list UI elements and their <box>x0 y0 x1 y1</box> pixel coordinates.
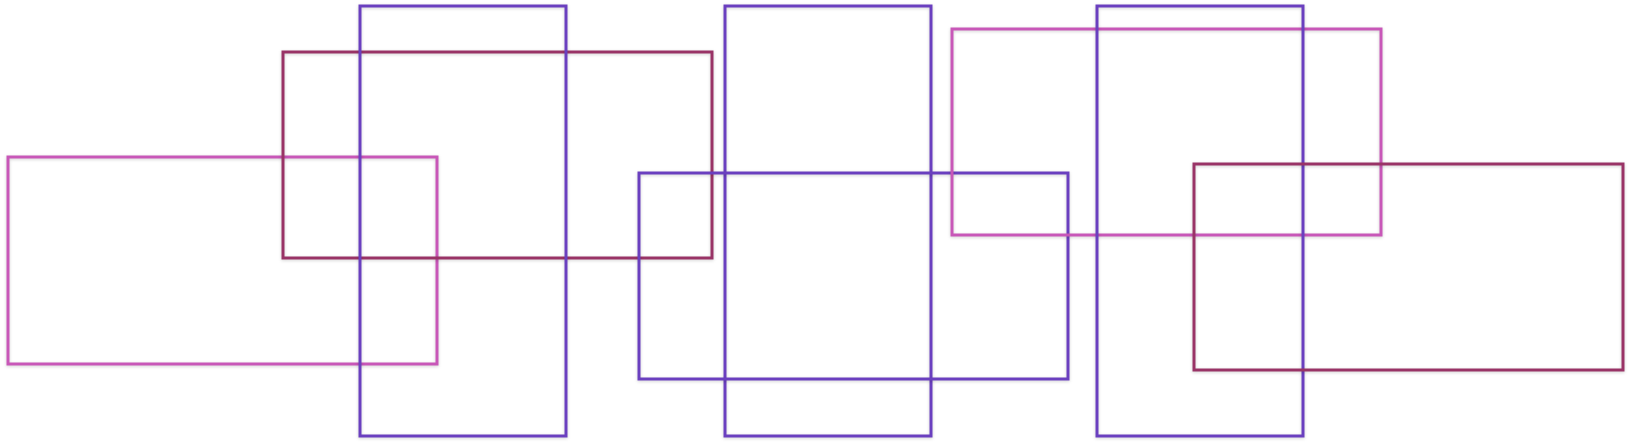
frame-pink-upper-right <box>950 27 1383 237</box>
frame-purple-tall-1 <box>358 4 568 438</box>
frame-purple-tall-2 <box>723 4 933 438</box>
frame-pink-left <box>6 155 439 366</box>
frame-plum-upper-left <box>281 50 714 260</box>
frame-purple-tall-3 <box>1095 4 1305 438</box>
frame-purple-center <box>637 171 1070 381</box>
frame-plum-right <box>1192 162 1625 372</box>
